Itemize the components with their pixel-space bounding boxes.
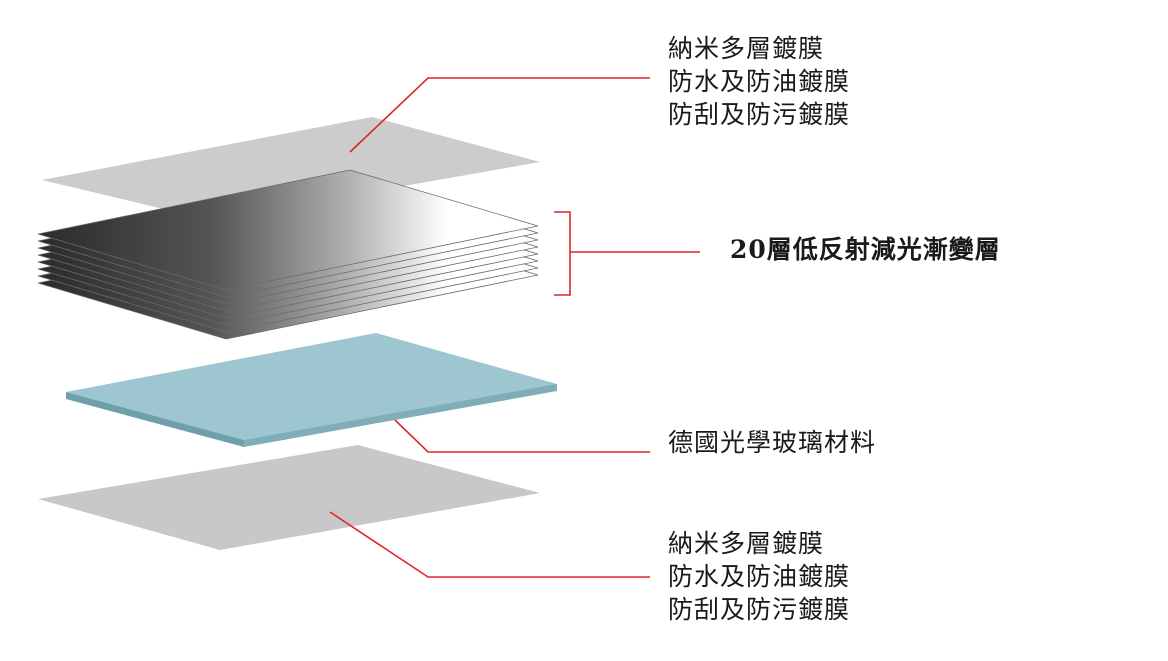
bottom-coating-label-line: 納米多層鍍膜 [668,529,825,558]
top-coating-label-line: 防水及防油鍍膜 [668,67,851,96]
bottom-coating-label-line: 防水及防油鍍膜 [668,562,851,591]
gradient-bracket [554,211,571,296]
top-coating-sheet [42,117,540,220]
glass-plate [66,333,557,447]
leader-lines [329,77,700,578]
glass-plate-top [66,333,557,440]
bottom-coating-label: 納米多層鍍膜 防水及防油鍍膜 防刮及防污鍍膜 [668,527,850,626]
glass-plate-edge-front [66,392,244,447]
bottom-coating-sheet [38,445,540,550]
top-coating-label-line: 防刮及防污鍍膜 [668,100,851,129]
leader-line-bottom [329,511,650,578]
top-coating-label: 納米多層鍍膜 防水及防油鍍膜 防刮及防污鍍膜 [668,32,850,131]
leader-line-top [349,77,650,153]
bottom-coating-label-line: 防刮及防污鍍膜 [668,595,851,624]
leader-line-glass [394,419,650,453]
glass-label: 德國光學玻璃材料 [668,428,877,457]
gradient-layer-stack [37,169,539,340]
glass-plate-edge-side [244,384,557,447]
gradient-layer [37,169,539,291]
top-coating-label-line: 納米多層鍍膜 [668,34,825,63]
gradient-layers-label: 20層低反射減光漸變層 [730,235,1001,264]
